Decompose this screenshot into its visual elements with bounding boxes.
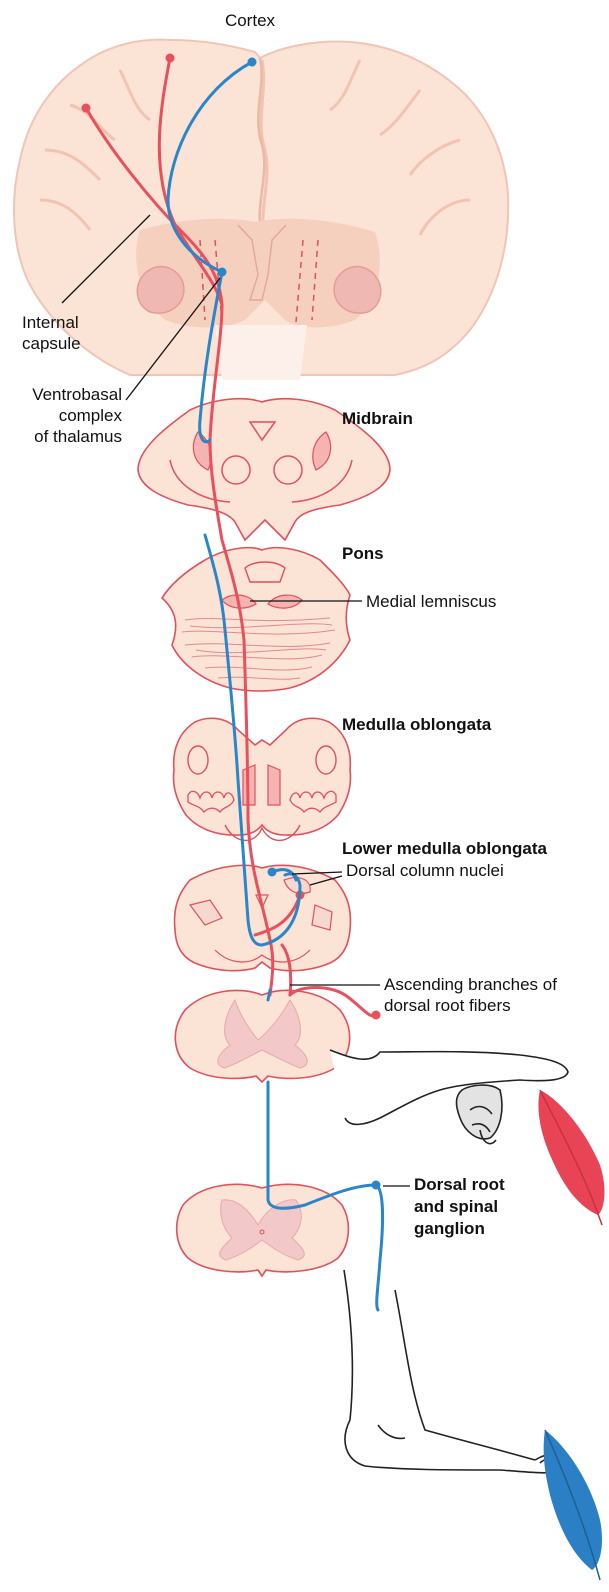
thumb [456,1085,501,1139]
red-neuron-ganglion [372,1011,381,1020]
basal-ganglia-right [334,267,381,314]
brain-coronal-section [14,40,508,380]
label-cortex: Cortex [222,10,278,31]
blue-neuron-ganglion [372,1181,381,1190]
basal-ganglia-left [137,267,184,314]
red-neuron-cortex-2 [166,54,175,63]
hand-illustration [330,1050,568,1144]
leg-outline-back [344,1270,352,1420]
label-ventrobasal-complex: Ventrobasal complex of thalamus [10,384,122,447]
blue-neuron-nucleus [268,868,277,877]
blue-neuron-thalamus [218,268,227,277]
label-dorsal-root-ganglion: Dorsal root and spinal ganglion [414,1174,505,1240]
blue-feather-icon [544,1430,602,1580]
ankle-detail [378,1425,405,1438]
leg-outline-front [395,1290,535,1460]
heel-outline [345,1420,565,1473]
medulla-outline [174,718,351,835]
label-medulla-oblongata: Medulla oblongata [342,714,491,735]
brainstem-upper [215,325,307,380]
label-internal-capsule: Internal capsule [22,312,81,354]
label-midbrain: Midbrain [342,408,413,429]
label-lower-medulla-oblongata: Lower medulla oblongata [342,838,547,859]
medulla-section [174,718,351,840]
pons-section [162,548,350,691]
medulla-pyramid-right [268,765,280,805]
spinal-cord-upper [175,990,349,1082]
red-feather-icon [538,1090,604,1225]
label-ascending-branches: Ascending branches of dorsal root fibers [384,974,557,1016]
blue-neuron-cortex [248,58,257,67]
label-dorsal-column-nuclei: Dorsal column nuclei [346,860,504,881]
hand-outline [330,1050,568,1124]
red-neuron-cortex-1 [82,104,91,113]
label-pons: Pons [342,543,384,564]
label-medial-lemniscus: Medial lemniscus [366,591,496,612]
